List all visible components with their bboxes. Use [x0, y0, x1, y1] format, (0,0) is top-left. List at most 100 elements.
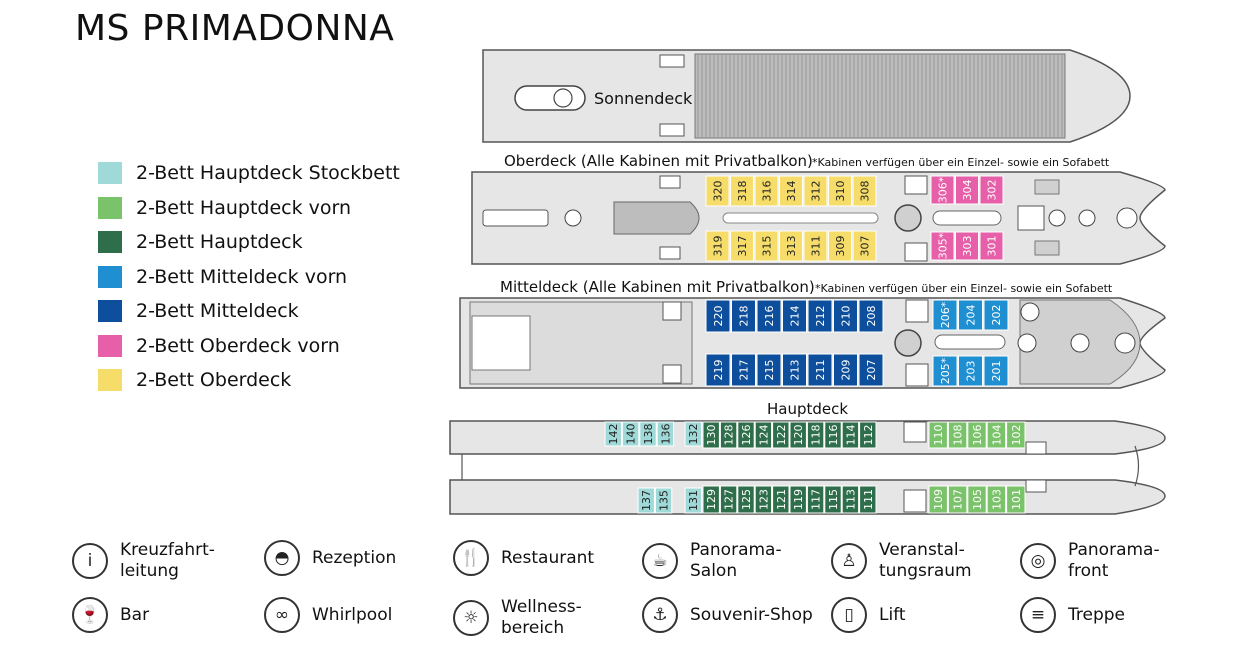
cabin-132[interactable]: 132	[684, 421, 702, 447]
cabin-102[interactable]: 102	[1006, 421, 1026, 449]
cabin-109[interactable]: 109	[928, 485, 948, 514]
cabin-117[interactable]: 117	[806, 485, 825, 514]
facility-label: Panorama- Salon	[690, 540, 782, 581]
cabin-106[interactable]: 106	[967, 421, 987, 449]
cabin-box	[754, 230, 779, 262]
cabin-308[interactable]: 308	[852, 175, 877, 207]
cabin-118[interactable]: 118	[806, 421, 825, 449]
cabin-310[interactable]: 310	[828, 175, 852, 207]
cabin-122[interactable]: 122	[772, 421, 790, 449]
cabin-112[interactable]: 112	[859, 421, 877, 449]
cabin-number: 316	[761, 181, 774, 202]
cabin-313[interactable]: 313	[779, 230, 803, 262]
cabin-306[interactable]: 306*	[930, 175, 955, 205]
cabin-box	[833, 299, 858, 333]
cabin-309[interactable]: 309	[828, 230, 852, 262]
cabin-105[interactable]: 105	[967, 485, 987, 514]
cabin-box	[928, 421, 948, 449]
cabin-208[interactable]: 208	[858, 299, 884, 333]
cabin-123[interactable]: 123	[754, 485, 773, 514]
cabin-320[interactable]: 320	[705, 175, 730, 207]
cabin-211[interactable]: 211	[807, 353, 833, 387]
cabin-136[interactable]: 136	[656, 421, 675, 447]
cabin-206[interactable]: 206*	[932, 299, 958, 331]
cabin-128[interactable]: 128	[719, 421, 738, 449]
cabin-135[interactable]: 135	[654, 487, 673, 514]
cabin-205[interactable]: 205*	[932, 355, 958, 387]
cabin-316[interactable]: 316	[754, 175, 779, 207]
cabin-319[interactable]: 319	[705, 230, 730, 262]
cabin-138[interactable]: 138	[639, 421, 657, 447]
cabin-317[interactable]: 317	[730, 230, 754, 262]
cabin-107[interactable]: 107	[947, 485, 968, 514]
cabin-318[interactable]: 318	[730, 175, 754, 207]
facility-item: ⚓Souvenir-Shop	[642, 597, 813, 633]
cabin-219[interactable]: 219	[705, 353, 731, 387]
cabin-302[interactable]: 302	[979, 175, 1004, 205]
cabin-box	[772, 421, 790, 449]
cabin-115[interactable]: 115	[824, 485, 842, 514]
cabin-207[interactable]: 207	[858, 353, 884, 387]
legend-swatch	[98, 162, 122, 185]
cabin-213[interactable]: 213	[782, 353, 807, 387]
cabin-140[interactable]: 140	[621, 421, 640, 447]
cabin-126[interactable]: 126	[737, 421, 755, 449]
cabin-125[interactable]: 125	[737, 485, 755, 514]
cabin-127[interactable]: 127	[719, 485, 738, 514]
cabin-number: 130	[705, 425, 718, 446]
cabin-number: 208	[865, 306, 878, 327]
cabin-131[interactable]: 131	[684, 487, 702, 514]
cabin-box	[1006, 485, 1026, 514]
cabin-120[interactable]: 120	[789, 421, 807, 449]
cabin-217[interactable]: 217	[731, 353, 756, 387]
cabin-number: 136	[659, 424, 672, 445]
cabin-314[interactable]: 314	[779, 175, 803, 207]
cabin-box	[958, 299, 983, 331]
cabin-209[interactable]: 209	[833, 353, 858, 387]
cabin-204[interactable]: 204	[958, 299, 983, 331]
cabin-129[interactable]: 129	[702, 485, 720, 514]
cabin-305[interactable]: 305*	[930, 231, 955, 261]
cabin-311[interactable]: 311	[803, 230, 828, 262]
cabin-301[interactable]: 301	[979, 231, 1004, 261]
cabin-216[interactable]: 216	[756, 299, 782, 333]
cabin-124[interactable]: 124	[754, 421, 773, 449]
cabin-303[interactable]: 303	[955, 231, 979, 261]
cabin-202[interactable]: 202	[983, 299, 1009, 331]
cabin-101[interactable]: 101	[1006, 485, 1026, 514]
cabin-number: 206*	[939, 301, 952, 328]
cabin-220[interactable]: 220	[705, 299, 731, 333]
cabin-111[interactable]: 111	[859, 485, 877, 514]
cabin-130[interactable]: 130	[702, 421, 720, 449]
cabin-119[interactable]: 119	[789, 485, 807, 514]
cabin-108[interactable]: 108	[947, 421, 968, 449]
cabin-307[interactable]: 307	[852, 230, 877, 262]
cabin-110[interactable]: 110	[928, 421, 948, 449]
cabin-121[interactable]: 121	[772, 485, 790, 514]
cabin-212[interactable]: 212	[807, 299, 833, 333]
cabin-203[interactable]: 203	[958, 355, 983, 387]
cabin-201[interactable]: 201	[983, 355, 1009, 387]
cabin-box	[604, 421, 622, 447]
cabin-137[interactable]: 137	[637, 487, 655, 514]
cabin-210[interactable]: 210	[833, 299, 858, 333]
cabin-218[interactable]: 218	[731, 299, 756, 333]
cabin-116[interactable]: 116	[824, 421, 842, 449]
cabin-box	[986, 485, 1007, 514]
cabin-box	[947, 421, 968, 449]
cabin-box	[828, 175, 852, 207]
cabin-box	[803, 175, 828, 207]
cabin-113[interactable]: 113	[841, 485, 860, 514]
cabin-214[interactable]: 214	[782, 299, 807, 333]
cabin-103[interactable]: 103	[986, 485, 1007, 514]
cabin-114[interactable]: 114	[841, 421, 860, 449]
panorama-salon-icon: ☕	[642, 543, 678, 579]
cabin-215[interactable]: 215	[756, 353, 782, 387]
cabin-315[interactable]: 315	[754, 230, 779, 262]
cabin-number: 204	[965, 305, 978, 326]
cabin-304[interactable]: 304	[955, 175, 979, 205]
cabin-104[interactable]: 104	[986, 421, 1007, 449]
cabin-number: 207	[865, 360, 878, 381]
cabin-142[interactable]: 142	[604, 421, 622, 447]
cabin-312[interactable]: 312	[803, 175, 828, 207]
